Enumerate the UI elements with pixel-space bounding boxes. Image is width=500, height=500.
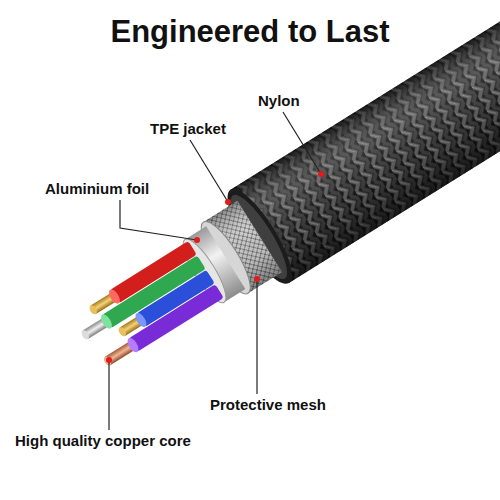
leader-dot bbox=[194, 237, 200, 243]
part-label: Protective mesh bbox=[210, 396, 326, 413]
leader-dot bbox=[254, 276, 260, 282]
leader-line bbox=[108, 360, 109, 430]
leader-line bbox=[283, 112, 321, 174]
leader-dot bbox=[318, 171, 324, 177]
leader-dots bbox=[106, 171, 324, 363]
leader-line bbox=[120, 200, 197, 240]
leader-lines bbox=[109, 112, 321, 430]
leader-line bbox=[190, 140, 228, 202]
title: Engineered to Last bbox=[0, 14, 500, 50]
wire-purple bbox=[101, 284, 224, 369]
part-label: Aluminium foil bbox=[45, 180, 149, 197]
leader-dot bbox=[106, 357, 112, 363]
part-label: TPE jacket bbox=[150, 120, 226, 137]
part-label: High quality copper core bbox=[15, 432, 191, 449]
leader-line bbox=[256, 279, 257, 394]
leader-dot bbox=[225, 199, 231, 205]
part-label: Nylon bbox=[258, 92, 300, 109]
